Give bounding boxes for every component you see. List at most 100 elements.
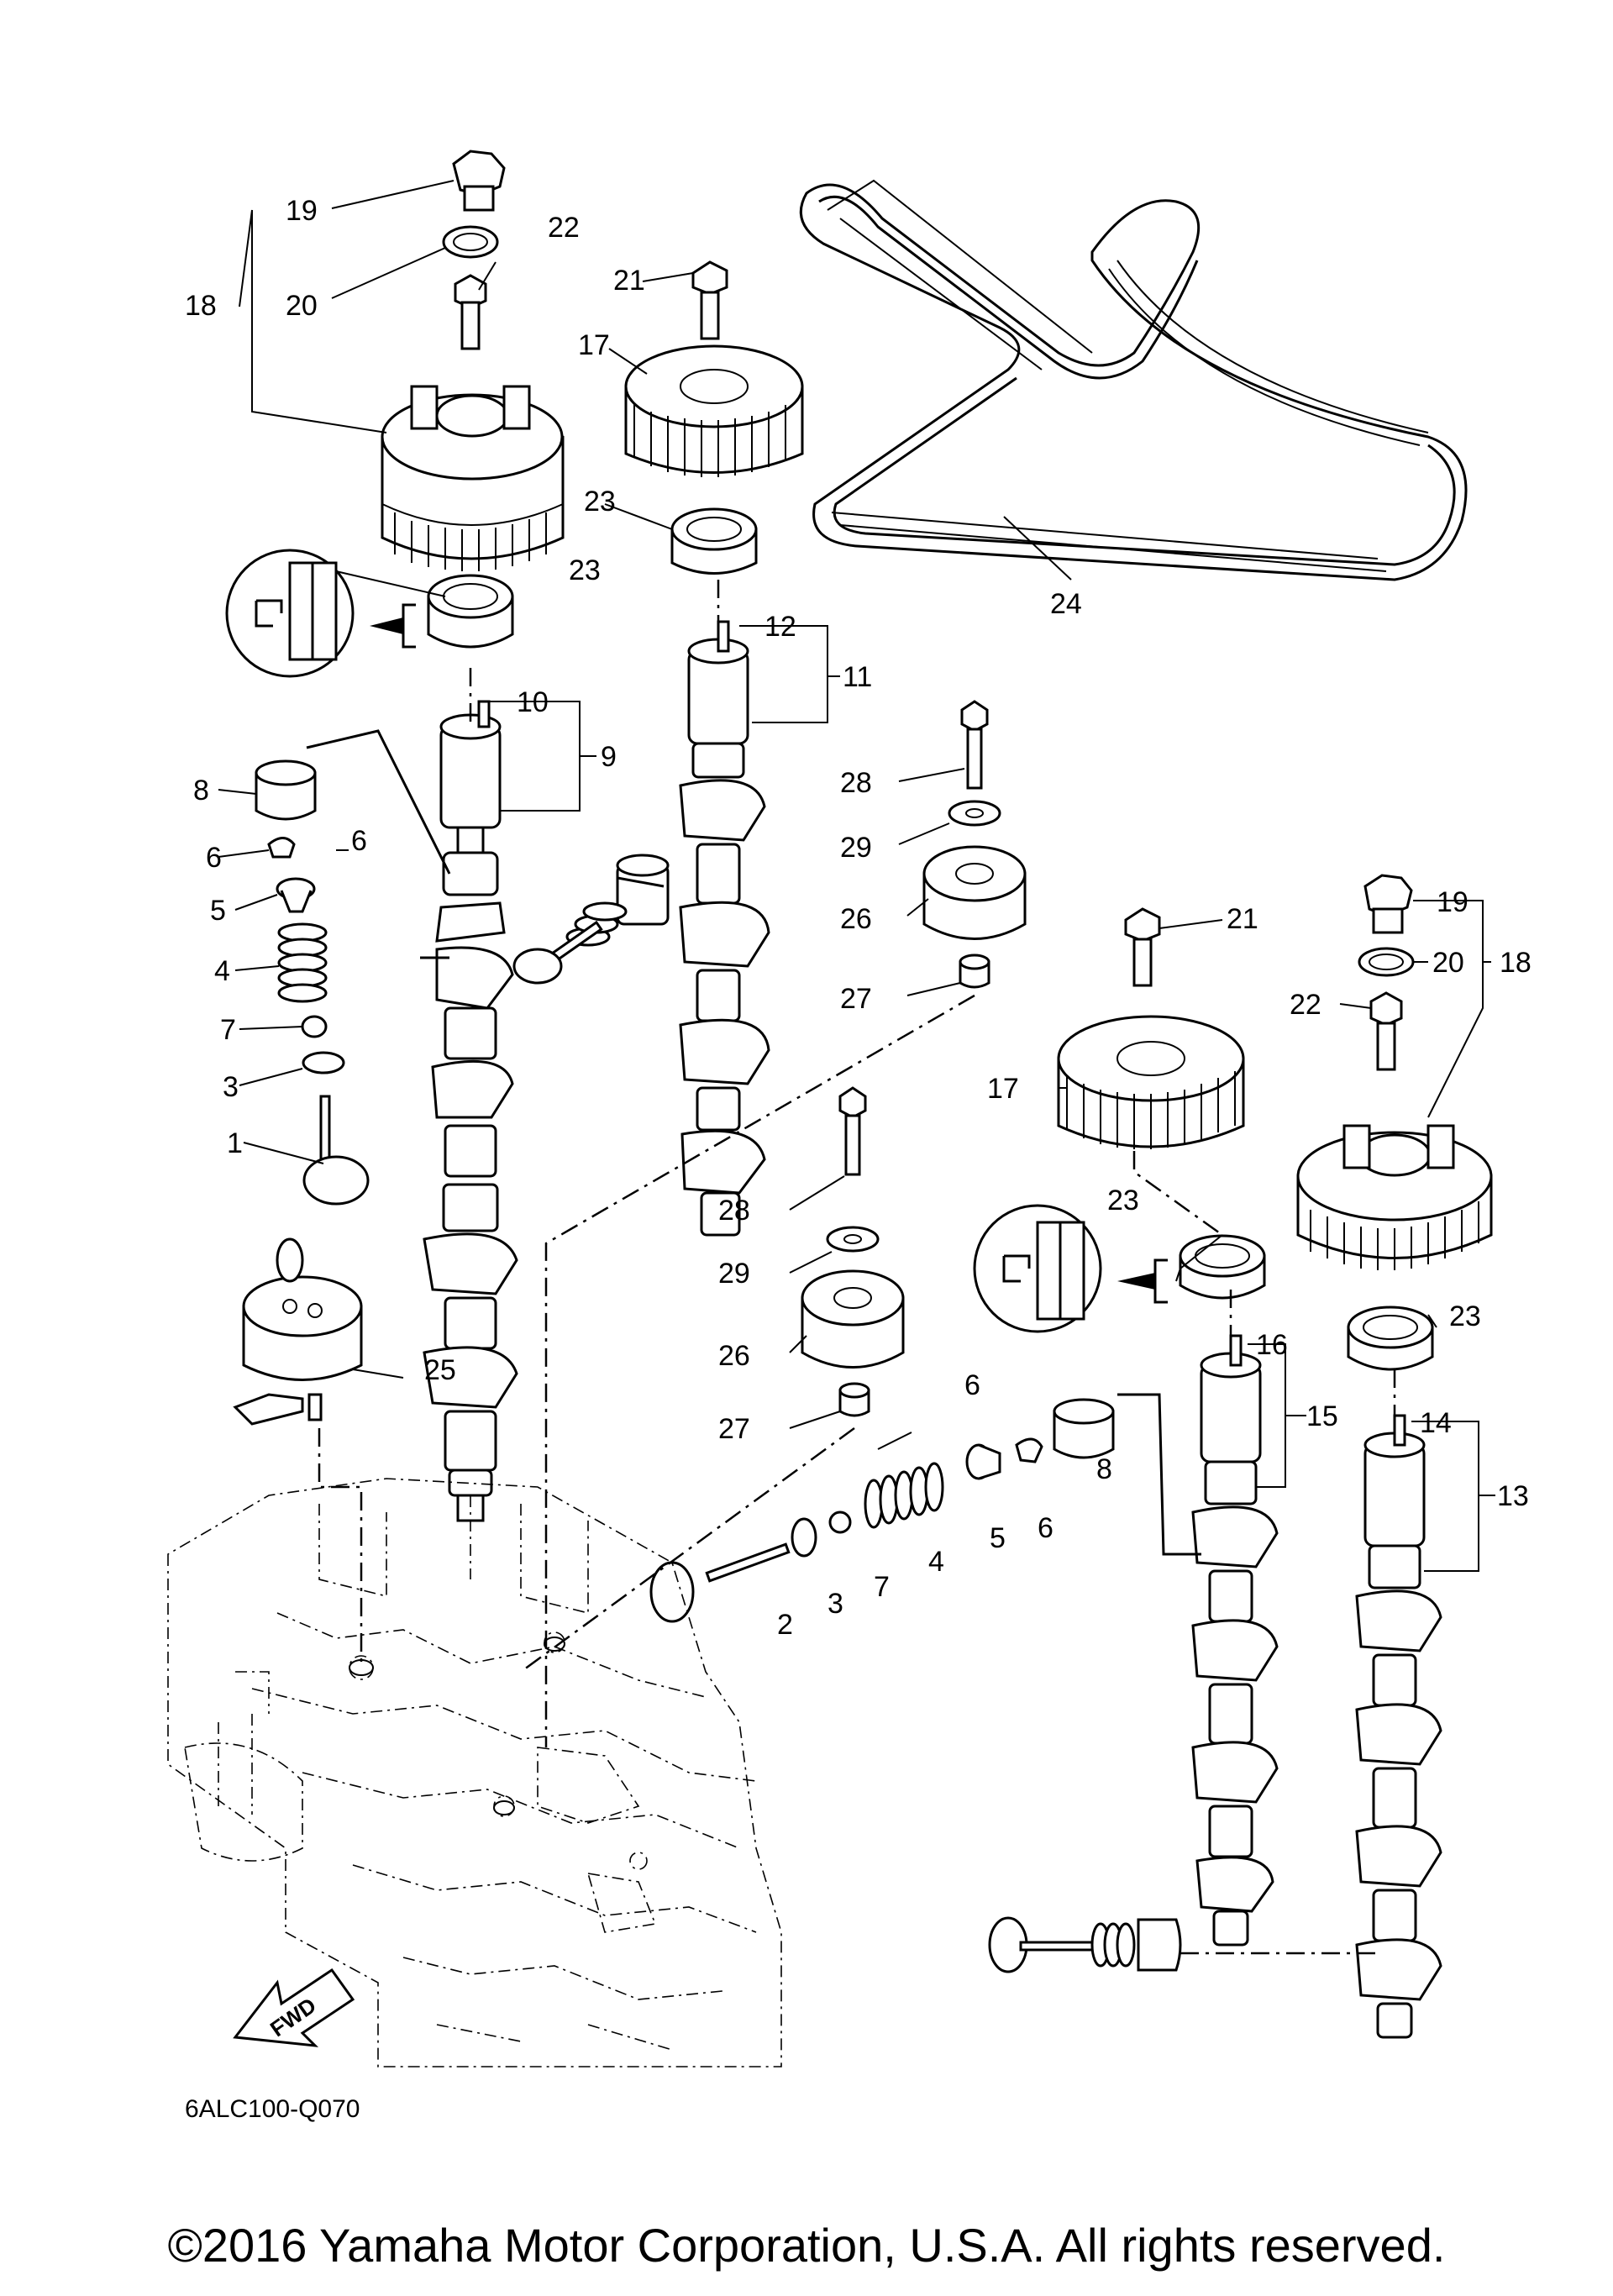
oil-seal-23-right-a	[1117, 1234, 1266, 1304]
bolt-22-right	[1369, 991, 1403, 1027]
timing-belt-24	[799, 179, 1468, 581]
keeper-6-right	[1015, 1437, 1043, 1463]
seat-3	[302, 1051, 345, 1074]
callout-23-b: 23	[569, 554, 601, 586]
callout-8-b: 8	[1096, 1453, 1112, 1485]
callout-23-c: 23	[1107, 1185, 1139, 1216]
callout-18: 18	[185, 290, 217, 322]
callout-3-b: 3	[828, 1588, 843, 1620]
cam-pulley-assembly-left	[381, 150, 565, 571]
diagram-code: 6ALC100-Q070	[185, 2095, 360, 2123]
cam-pulley-17-center	[624, 260, 804, 575]
callout-16: 16	[1256, 1329, 1288, 1361]
callout-27-b: 27	[718, 1413, 750, 1445]
seat-3-right	[791, 1517, 817, 1558]
washer-20-left	[442, 225, 499, 259]
bolt-22-left	[454, 274, 487, 309]
callout-21-b: 21	[1227, 903, 1258, 935]
fwd-label: FWD	[265, 1993, 321, 2042]
callout-10: 10	[517, 686, 549, 718]
callout-17-b: 17	[987, 1073, 1019, 1105]
dowel-16	[1229, 1334, 1243, 1367]
lifter-8	[255, 771, 317, 821]
seal-7	[301, 1015, 328, 1038]
callout-6-a: 6	[206, 842, 222, 874]
callout-4-b: 4	[928, 1546, 944, 1578]
spring-4-right	[864, 1462, 944, 1529]
washer-20-right	[1358, 947, 1415, 977]
callout-23-a: 23	[584, 486, 616, 518]
copyright-notice: ©2016 Yamaha Motor Corporation, U.S.A. A…	[167, 2219, 1446, 2272]
sealant-inset-left	[225, 549, 355, 678]
callout-13: 13	[1497, 1480, 1529, 1512]
valve-assembly-center	[512, 854, 670, 985]
camshaft-13	[1355, 1414, 1442, 2039]
callout-6-d: 6	[1038, 1512, 1053, 1544]
callout-24: 24	[1050, 588, 1082, 620]
callout-18-b: 18	[1500, 947, 1532, 979]
callout-6-b: 6	[351, 825, 367, 857]
callout-17: 17	[578, 329, 610, 361]
spring-4	[277, 922, 328, 1003]
callout-22-b: 22	[1290, 989, 1321, 1021]
tensioner-25	[233, 1237, 363, 1426]
callout-7-b: 7	[874, 1571, 890, 1603]
callout-5-b: 5	[990, 1522, 1006, 1554]
callout-23-d: 23	[1449, 1300, 1481, 1332]
callout-5: 5	[210, 895, 226, 927]
bolt-21-center	[691, 260, 728, 296]
callout-28-a: 28	[840, 767, 872, 799]
fwd-arrow-icon: FWD	[233, 1968, 355, 2047]
idler-pulley-upper	[922, 700, 1027, 989]
callout-29-b: 29	[718, 1258, 750, 1290]
callout-15: 15	[1306, 1400, 1338, 1432]
callout-2: 2	[777, 1609, 793, 1641]
idler-pulley-lower	[801, 1086, 905, 1417]
callout-29-a: 29	[840, 832, 872, 864]
sealant-inset-right	[973, 1204, 1102, 1333]
callout-1: 1	[227, 1127, 243, 1159]
callout-22: 22	[548, 212, 580, 244]
callout-20-b: 20	[1432, 947, 1464, 979]
callout-7: 7	[220, 1014, 236, 1046]
seal-7-right	[828, 1511, 852, 1534]
valve-parts-right	[649, 1398, 1115, 1623]
dowel-12	[717, 620, 730, 653]
callout-labels: 19 22 18 20 21 17 23 23 24 12 11 10 9 28…	[185, 195, 1532, 1641]
oil-seal-23-left	[370, 574, 514, 649]
callout-14: 14	[1420, 1407, 1452, 1439]
center-lines	[306, 580, 1396, 1955]
callout-4: 4	[214, 955, 230, 987]
callout-26-a: 26	[840, 903, 872, 935]
keeper-6	[267, 837, 296, 859]
camshaft-15	[1191, 1334, 1279, 1947]
dowel-10	[477, 700, 491, 728]
callout-11: 11	[843, 661, 872, 693]
callout-20: 20	[286, 290, 318, 322]
camshaft-9	[423, 700, 518, 1522]
callout-21: 21	[613, 265, 645, 297]
cylinder-head-phantom	[167, 1478, 782, 2067]
callout-19-b: 19	[1437, 886, 1469, 918]
cam-pulley-17-right	[1057, 907, 1245, 1149]
bolt-19-right	[1363, 874, 1413, 917]
valve-parts-left	[255, 759, 370, 1206]
valve-2	[705, 1542, 791, 1583]
camshaft-11	[679, 620, 770, 1237]
callout-27-a: 27	[840, 983, 872, 1015]
callout-3: 3	[223, 1071, 239, 1103]
valve-1	[319, 1095, 331, 1165]
oil-seal-23-right-b	[1347, 1306, 1434, 1371]
valve-assembly-right	[988, 1916, 1182, 1973]
callout-26-b: 26	[718, 1340, 750, 1372]
callout-8: 8	[193, 775, 209, 806]
dowel-14	[1393, 1414, 1406, 1447]
callout-19: 19	[286, 195, 318, 227]
callout-12: 12	[764, 611, 796, 643]
callout-25: 25	[424, 1354, 456, 1386]
callout-9: 9	[601, 741, 617, 773]
callout-28-b: 28	[718, 1195, 750, 1227]
callout-6-c: 6	[964, 1369, 980, 1401]
cam-pulley-assembly-right	[1296, 874, 1493, 1270]
